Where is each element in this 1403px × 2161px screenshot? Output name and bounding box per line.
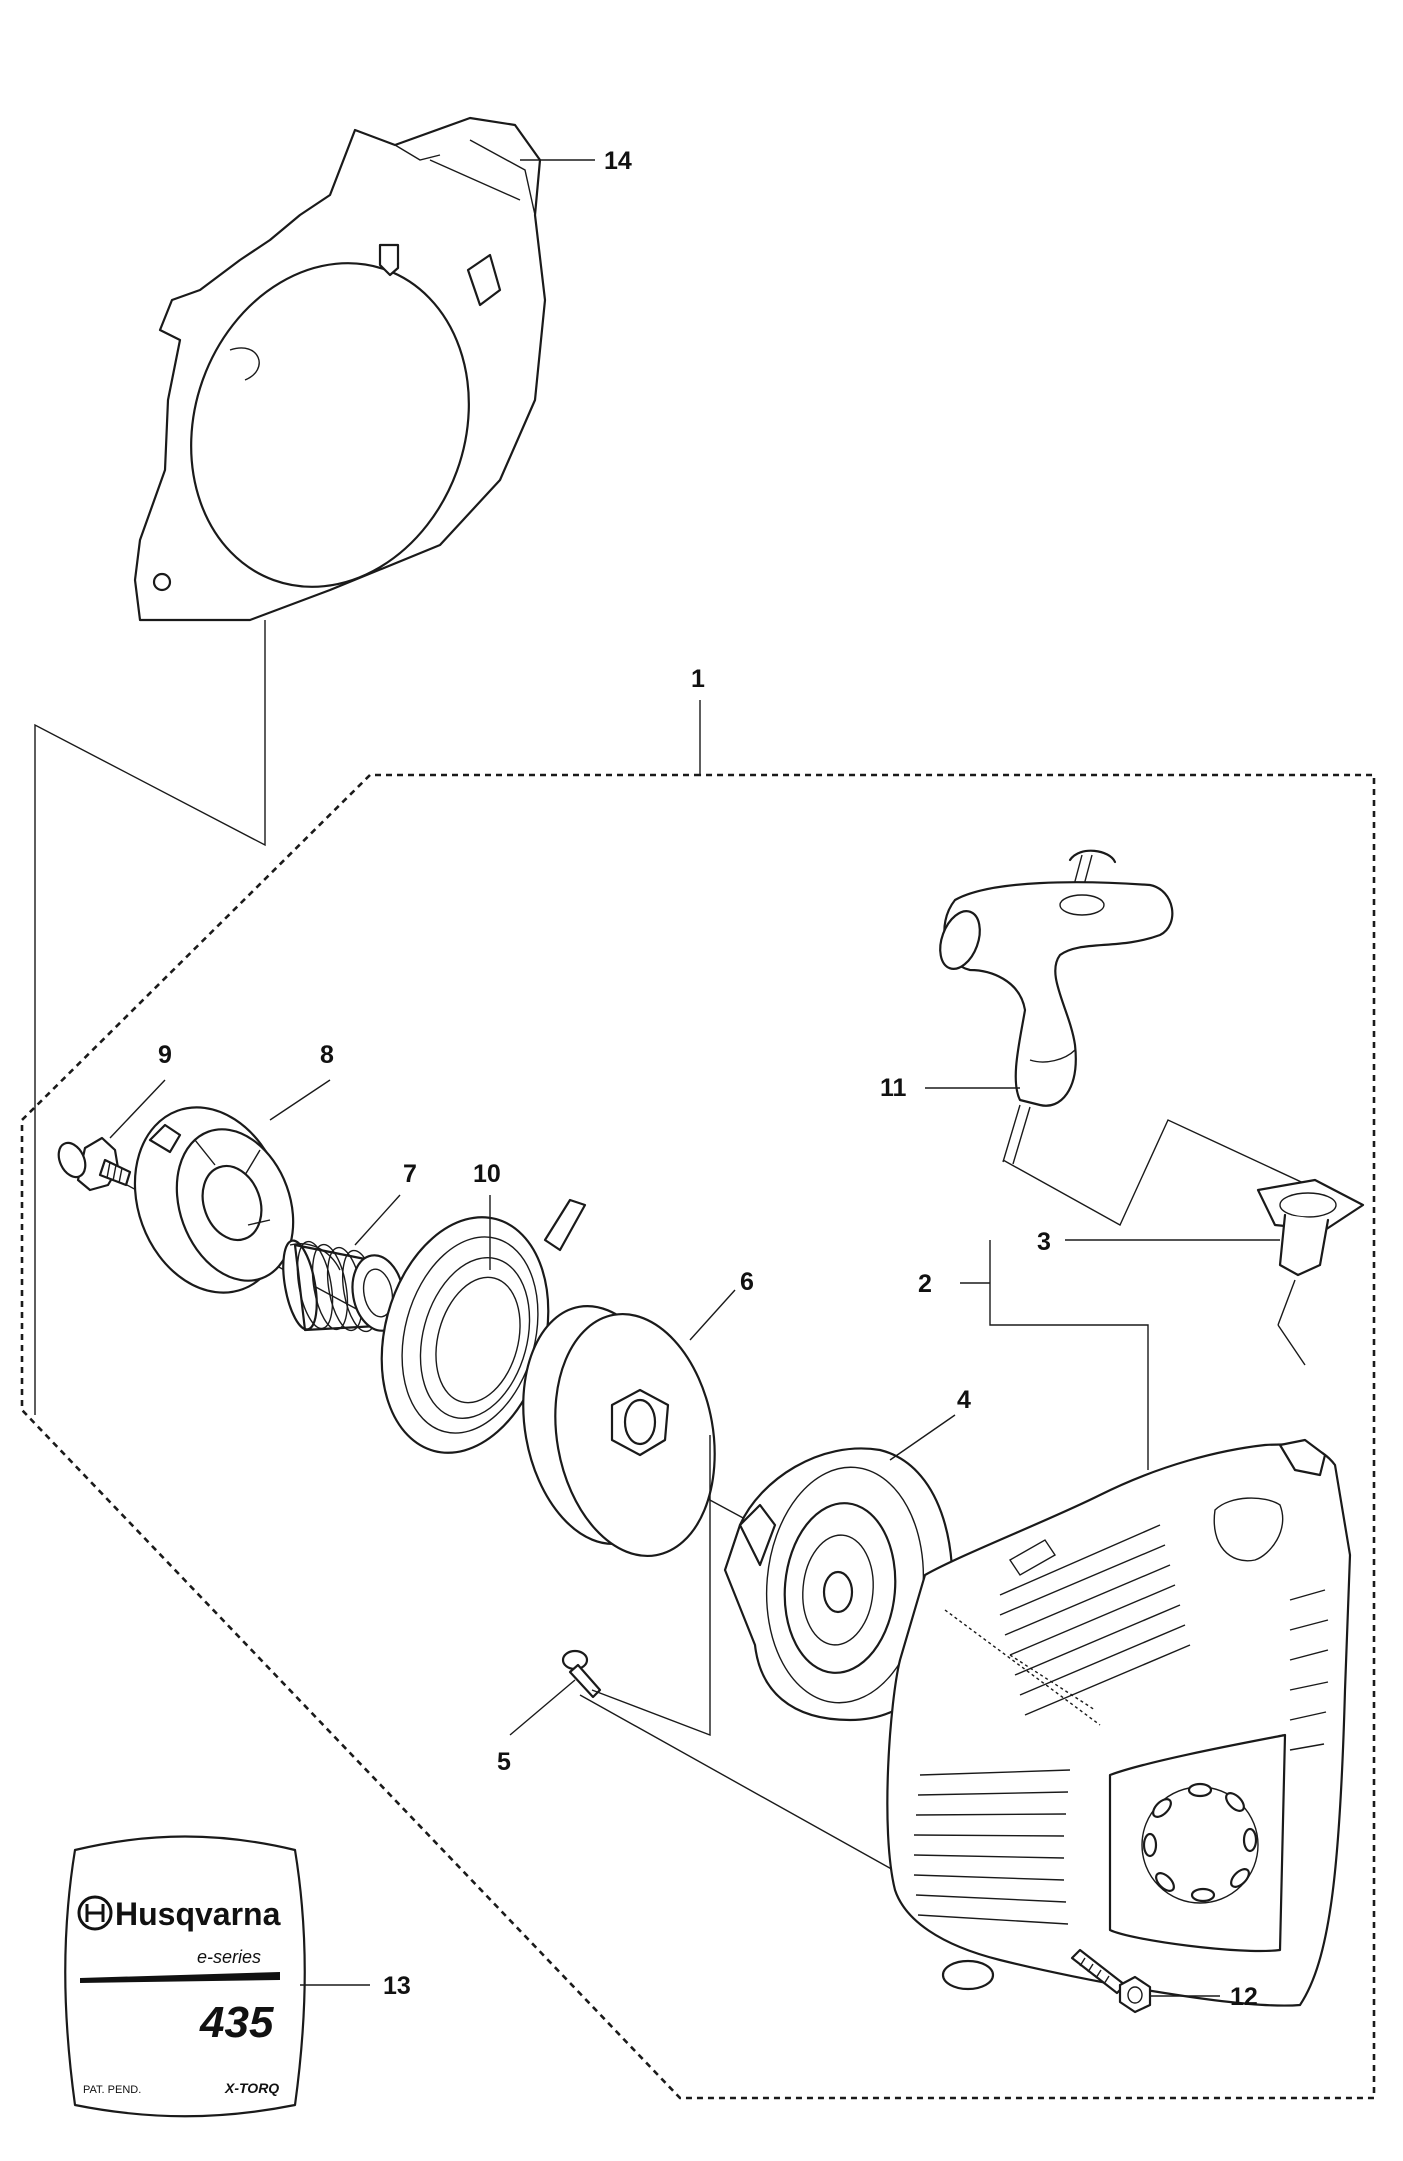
leader-9 [109, 1079, 166, 1139]
part-4-cassette [723, 1447, 954, 1722]
part-9-screw [57, 1136, 132, 1192]
part-5-screw [561, 1649, 602, 1699]
leader-8 [269, 1079, 331, 1121]
fan-housing [133, 116, 547, 622]
part-12-bolt [1070, 1948, 1152, 2014]
part-6-pulley-wheel [522, 1305, 716, 1558]
decal-series: e-series [197, 1947, 261, 1967]
part-3-grommet [1256, 1178, 1365, 1277]
callout-13: 13 [383, 1972, 411, 2000]
hidden-line-1 [944, 1609, 1101, 1726]
grommet-link-line-2 [1277, 1324, 1306, 1366]
assembly-1-outline [20, 773, 1376, 2100]
decal-model: 435 [199, 1998, 274, 2047]
husqvarna-logo-icon [77, 1895, 113, 1931]
leader-6 [689, 1289, 736, 1341]
leader-2 [989, 1240, 1149, 1470]
grommet-link-line [1277, 1279, 1296, 1326]
callout-6: 6 [740, 1268, 754, 1296]
decal-patent: PAT. PEND. [83, 2084, 141, 2096]
callout-5: 5 [497, 1748, 511, 1776]
decal-brand: Husqvarna [115, 1896, 281, 1932]
callout-3: 3 [1037, 1228, 1051, 1256]
leader-4 [889, 1414, 956, 1461]
callout-2: 2 [918, 1270, 932, 1298]
leader-7 [354, 1194, 401, 1246]
decal-stripe [80, 1972, 280, 1983]
callout-7: 7 [403, 1160, 417, 1188]
hidden-line-2 [1009, 1654, 1096, 1711]
part-6-link-line [591, 1435, 711, 1737]
callout-12: 12 [1230, 1983, 1258, 2011]
housing-link-line [34, 620, 266, 1415]
callout-10: 10 [473, 1160, 501, 1188]
callout-1: 1 [691, 665, 705, 693]
part-13-decal: Husqvarna e-series 435 PAT. PEND. X-TORQ [64, 1835, 306, 2118]
decal-engine: X-TORQ [224, 2080, 279, 2096]
part-2-starter-cover [886, 1438, 1352, 2007]
part-8-pulley [133, 1106, 295, 1294]
callout-9: 9 [158, 1041, 172, 1069]
callout-14: 14 [604, 147, 632, 175]
part-11-handle [939, 849, 1174, 1165]
callout-8: 8 [320, 1041, 334, 1069]
handle-link-line [1002, 1119, 1326, 1226]
leader-5 [509, 1679, 576, 1736]
callout-4: 4 [957, 1386, 971, 1414]
callout-11: 11 [880, 1074, 907, 1102]
